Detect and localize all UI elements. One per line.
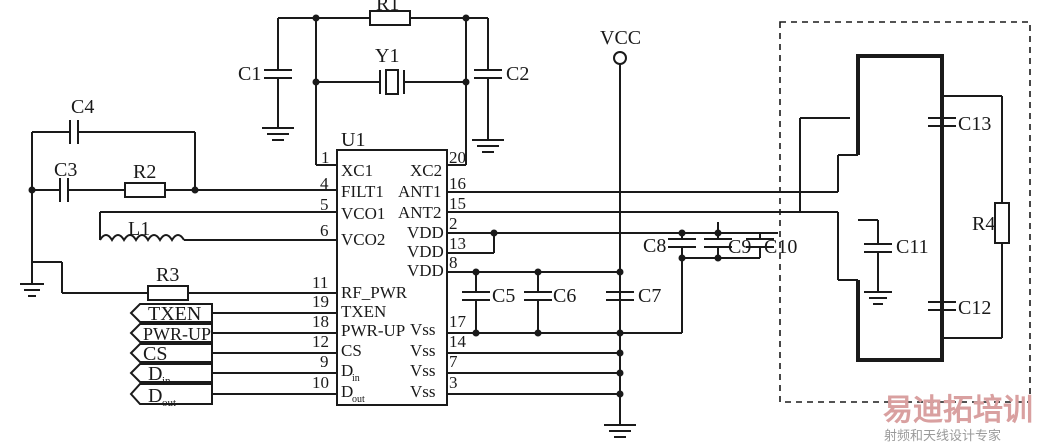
- label-dout: D: [148, 385, 162, 407]
- label-c1: C1: [238, 63, 261, 85]
- pin-vdd-13: VDD: [407, 242, 444, 261]
- connector-cs: [129, 343, 213, 363]
- pinnum-4: 4: [320, 174, 329, 193]
- label-vcc: VCC: [600, 27, 641, 49]
- connector-din: [129, 363, 213, 383]
- label-c2: C2: [506, 63, 529, 85]
- io-connectors: TXEN PWR-UP CS D in D out: [129, 303, 337, 409]
- pin-pwrup: PWR-UP: [341, 321, 405, 340]
- pin-rfpwr: RF_PWR: [341, 283, 408, 302]
- label-l1: L1: [128, 218, 150, 240]
- label-c6: C6: [553, 285, 576, 307]
- label-txen: TXEN: [148, 303, 201, 325]
- pin-vss-7: Vss: [410, 361, 436, 380]
- pinnum-15: 15: [449, 194, 466, 213]
- label-c4: C4: [71, 96, 94, 118]
- pinnum-8: 8: [449, 253, 458, 272]
- inductor-l1: [99, 234, 185, 242]
- label-c7: C7: [638, 285, 661, 307]
- label-c13: C13: [958, 113, 991, 135]
- resistor-r2: [124, 182, 166, 198]
- pin-dout: D: [341, 382, 353, 401]
- pinnum-1: 1: [321, 148, 330, 167]
- pinnum-9: 9: [320, 352, 329, 371]
- resistor-r4: [994, 202, 1010, 244]
- pinnum-11: 11: [312, 273, 328, 292]
- loop-filter-section: C4 C3 R2 L1 R3: [20, 96, 337, 301]
- pin-vdd-2: VDD: [407, 223, 444, 242]
- label-c8: C8: [643, 235, 666, 257]
- watermark-brand: 易迪拓培训: [883, 393, 1033, 428]
- crystal-y1: [385, 69, 399, 95]
- pin-vdd-8: VDD: [407, 261, 444, 280]
- label-r2: R2: [133, 161, 156, 183]
- pin-txen: TXEN: [341, 302, 386, 321]
- label-c11: C11: [896, 236, 929, 258]
- pin-ant2: ANT2: [398, 203, 441, 222]
- antenna-section: C11 C13 C12 R4: [447, 21, 1031, 403]
- connector-pwrup: [129, 323, 213, 343]
- pinnum-7: 7: [449, 352, 458, 371]
- label-r4: R4: [972, 213, 995, 235]
- power-section: VCC C5 C6 C7: [447, 27, 797, 438]
- pin-din-sub: in: [352, 373, 360, 384]
- crystal-section: R1 C1 C2 Y1: [238, 0, 529, 166]
- label-r3: R3: [156, 264, 179, 286]
- pin-xc2: XC2: [410, 161, 442, 180]
- pin-vss-17: Vss: [410, 320, 436, 339]
- label-y1: Y1: [375, 45, 399, 67]
- connector-txen: [129, 303, 213, 323]
- pinnum-10: 10: [312, 373, 329, 392]
- ic-ref: U1: [341, 129, 365, 151]
- pinnum-2: 2: [449, 214, 458, 233]
- pinnum-20: 20: [449, 148, 466, 167]
- pinnum-17: 17: [449, 312, 467, 331]
- label-c9: C9: [728, 236, 751, 258]
- resistor-r3: [147, 285, 189, 301]
- pin-vco2: VCO2: [341, 230, 385, 249]
- pin-filt1: FILT1: [341, 182, 384, 201]
- label-din: D: [148, 363, 162, 385]
- pin-vco1: VCO1: [341, 204, 385, 223]
- pinnum-16: 16: [449, 174, 466, 193]
- pin-dout-sub: out: [352, 394, 365, 405]
- pinnum-6: 6: [320, 221, 329, 240]
- pinnum-12: 12: [312, 332, 329, 351]
- connector-dout: [129, 383, 213, 405]
- label-din-sub: in: [162, 375, 171, 387]
- pinnum-14: 14: [449, 332, 467, 351]
- loop-antenna: [856, 54, 944, 362]
- pinnum-3: 3: [449, 373, 458, 392]
- label-c12: C12: [958, 297, 991, 319]
- pinnum-19: 19: [312, 292, 329, 311]
- pin-ant1: ANT1: [398, 182, 441, 201]
- pin-cs: CS: [341, 341, 362, 360]
- label-dout-sub: out: [162, 397, 176, 409]
- pinnum-13: 13: [449, 234, 466, 253]
- pinnum-18: 18: [312, 312, 329, 331]
- pin-xc1: XC1: [341, 161, 373, 180]
- label-pwrup: PWR-UP: [143, 324, 211, 344]
- pin-din: D: [341, 361, 353, 380]
- pin-vss-3: Vss: [410, 382, 436, 401]
- vcc-terminal: [613, 51, 627, 65]
- label-cs: CS: [143, 343, 167, 365]
- label-c5: C5: [492, 285, 515, 307]
- pin-vss-14: Vss: [410, 341, 436, 360]
- pinnum-5: 5: [320, 195, 329, 214]
- ic-u1: U1 XC1 FILT1 VCO1 VCO2 RF_PWR TXEN PWR-U…: [312, 129, 467, 406]
- watermark: 易迪拓培训 射频和天线设计专家: [883, 393, 1033, 444]
- label-r1: R1: [376, 0, 399, 15]
- watermark-tagline: 射频和天线设计专家: [884, 428, 1001, 444]
- label-c3: C3: [54, 159, 77, 181]
